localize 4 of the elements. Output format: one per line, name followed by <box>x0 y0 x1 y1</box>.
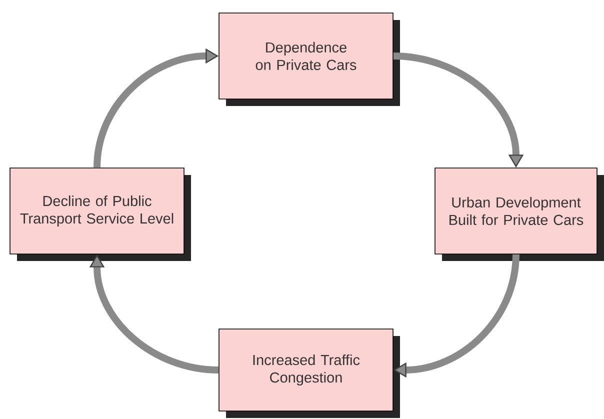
process-box: Urban Development Built for Private Cars <box>434 168 604 261</box>
process-box: Dependence on Private Cars <box>218 12 400 106</box>
process-box: Increased Traffic Congestion <box>218 328 400 418</box>
process-box: Decline of Public Transport Service Level <box>10 168 191 261</box>
